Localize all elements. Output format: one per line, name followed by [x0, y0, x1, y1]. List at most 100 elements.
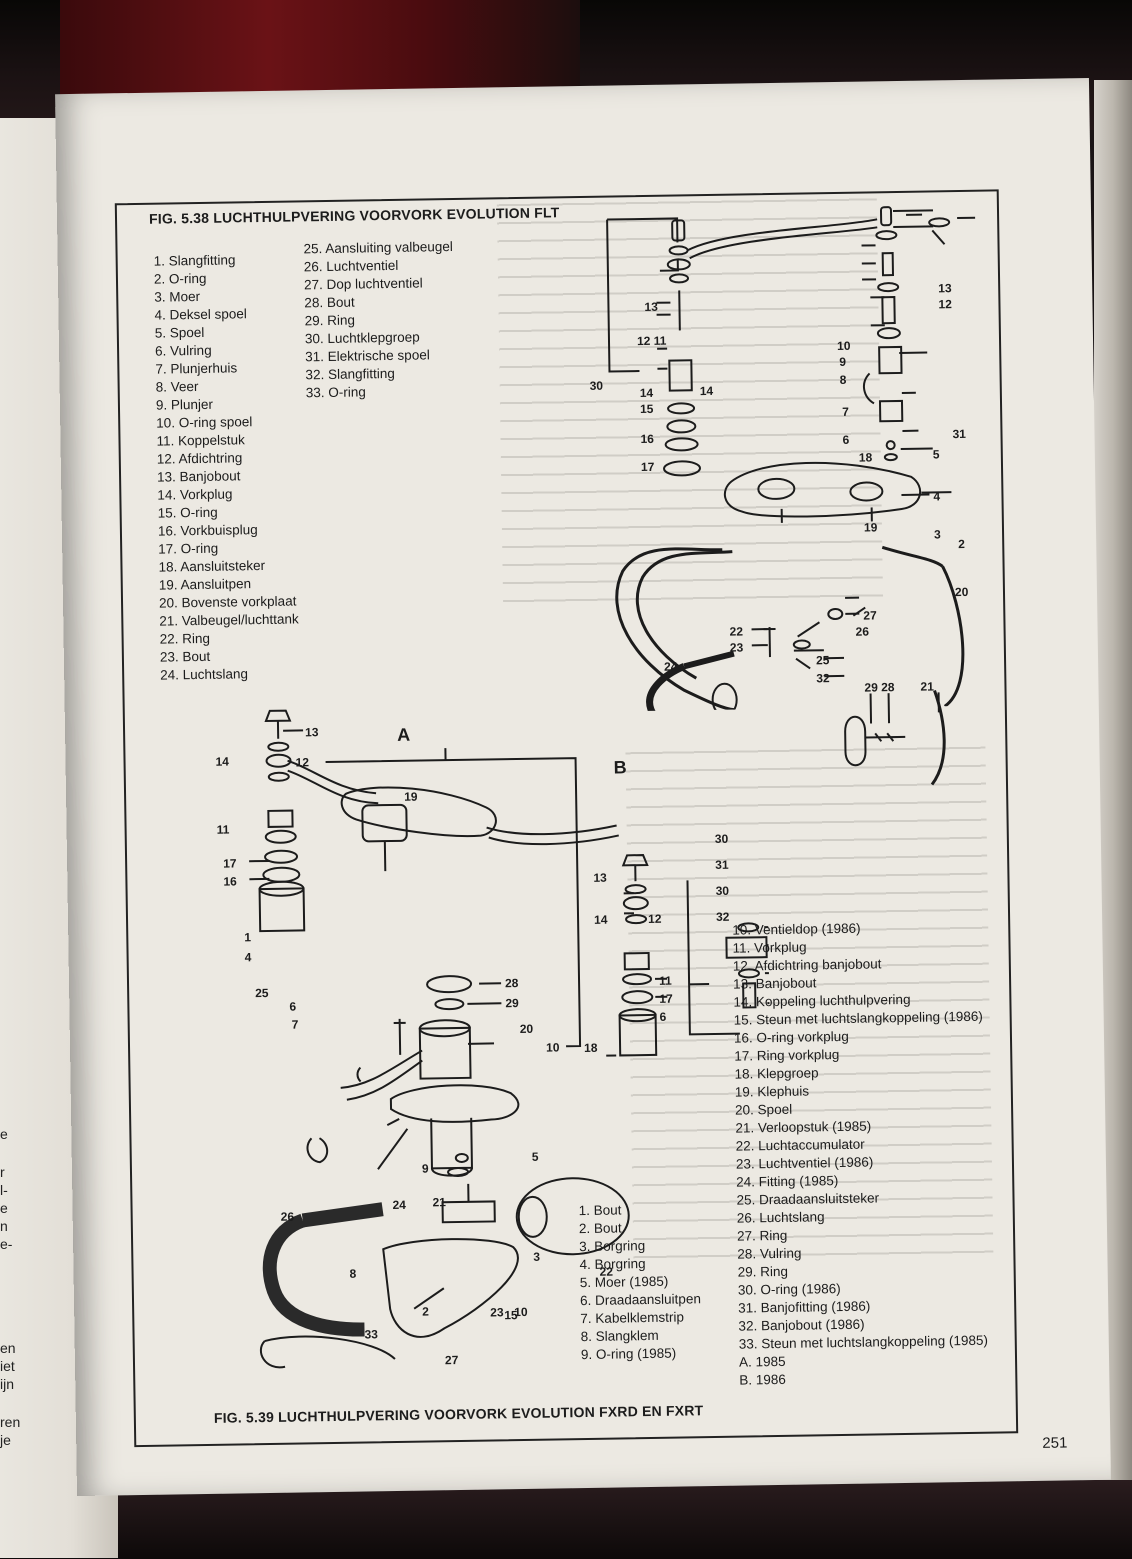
- callout: 3: [934, 527, 941, 541]
- legend-item: 4. Deksel spoel: [154, 306, 247, 323]
- left-text-fragment: l-: [0, 1182, 8, 1198]
- callout: 13: [938, 281, 952, 295]
- legend-item: 1. Slangfitting: [153, 252, 236, 269]
- legend-item: 1. Bout: [578, 1202, 622, 1219]
- legend-item: 19. Aansluitpen: [158, 576, 252, 593]
- legend-item: 12. Afdichtring: [156, 450, 243, 467]
- group-label-a: A: [397, 724, 411, 745]
- callout: 22: [729, 624, 743, 638]
- callout: 32: [715, 909, 730, 924]
- legend-item: 2. Bout: [578, 1220, 622, 1237]
- callout: 14: [640, 386, 654, 400]
- page-number: 251: [1042, 1434, 1068, 1452]
- legend-item: 8. Slangklem: [580, 1327, 659, 1345]
- legend-item: 23. Bout: [159, 648, 211, 665]
- legend-item: 27. Dop luchtventiel: [303, 275, 423, 293]
- legend-item: 3. Moer: [154, 288, 201, 305]
- callout: 2: [958, 537, 965, 551]
- left-text-fragment: n: [0, 1218, 8, 1234]
- legend-item: 18. Aansluitsteker: [158, 557, 266, 575]
- legend-item: 9. O-ring (1985): [580, 1345, 677, 1363]
- legend-item: 31. Elektrische spoel: [305, 347, 430, 365]
- callout: 17: [641, 460, 655, 474]
- legend-item: 20. Bovenste vorkplaat: [158, 593, 297, 611]
- callout: 21: [920, 680, 934, 694]
- callout: 10: [837, 339, 851, 353]
- fig-538-diagram: 13 12 33 10 9 14 8 7 6 18 5 4 19 3 2 20 …: [590, 206, 976, 712]
- callout: 4: [933, 489, 940, 503]
- legend-item: 14. Vorkplug: [157, 486, 233, 503]
- legend-item: 29. Ring: [304, 312, 356, 329]
- legend-item: 21. Valbeugel/luchttank: [159, 611, 299, 629]
- legend-item: 26. Luchtventiel: [303, 257, 399, 275]
- legend-item: 24. Luchtslang: [160, 666, 249, 683]
- callout: 9: [839, 355, 846, 369]
- legend-item: 17. O-ring: [158, 540, 219, 557]
- legend-item: 15. O-ring: [157, 504, 218, 521]
- book-page: FIG. 5.38 LUCHTHULPVERING VOORVORK EVOLU…: [55, 77, 1111, 1497]
- callout: 23: [490, 1305, 504, 1320]
- legend-item: 16. Vorkbuisplug: [157, 522, 258, 539]
- left-text-fragment: iet: [0, 1358, 15, 1374]
- legend-item: 6. Draadaansluitpen: [579, 1291, 702, 1309]
- fig-538-legend-col1: 1. Slangfitting 2. O-ring 3. Moer 4. Dek…: [154, 250, 300, 684]
- callout: 6: [842, 433, 849, 447]
- fig-539-legend-col1: 1. Bout 2. Bout 3. Borgring 4. Borgring …: [579, 1200, 702, 1364]
- callout: 10: [545, 1040, 560, 1055]
- left-text-fragment: r: [0, 1164, 5, 1180]
- callout: 5: [933, 447, 940, 461]
- legend-item: 5. Spoel: [154, 324, 205, 341]
- legend-item: 6. Vulring: [154, 342, 212, 359]
- legend-item: 32. Slangfitting: [305, 365, 395, 383]
- left-text-fragment: ijn: [0, 1376, 15, 1392]
- left-text-fragment: e: [0, 1200, 8, 1216]
- legend-item: 30. Luchtklepgroep: [304, 329, 420, 347]
- legend-item: 22. Ring: [159, 630, 211, 647]
- callout: 26: [855, 624, 869, 638]
- bracket-30: [606, 217, 679, 373]
- callout: 13: [644, 300, 658, 314]
- callout: 8: [840, 373, 847, 387]
- legend-item: 28. Bout: [304, 294, 355, 311]
- callout: 2: [422, 1304, 430, 1319]
- callout: 12: [938, 297, 952, 311]
- callout: 25: [816, 653, 830, 667]
- left-text-fragment: en: [0, 1340, 16, 1356]
- callout: 16: [640, 432, 654, 446]
- callout: 33: [364, 1327, 379, 1342]
- legend-item: 25. Aansluiting valbeugel: [303, 238, 453, 257]
- legend-item: 8. Veer: [155, 378, 199, 395]
- callout: 20: [955, 585, 969, 599]
- group-label-b: B: [613, 757, 627, 778]
- fig-538-stand-diagram: 29 28 21: [844, 680, 946, 786]
- legend-item: 9. Plunjer: [155, 396, 214, 413]
- bracket-a: [325, 757, 582, 1048]
- callout: 7: [842, 405, 849, 419]
- left-text-fragment: ren: [0, 1414, 21, 1430]
- callout: 30: [590, 379, 604, 393]
- legend-item: 2. O-ring: [153, 270, 207, 287]
- callout: 31: [952, 427, 966, 441]
- fig-538-callouts: 13 12 33 10 9 14 8 7 6 18 5 4 19 3 2 20 …: [590, 281, 969, 685]
- left-text-fragment: e-: [0, 1236, 13, 1252]
- legend-item: 11. Koppelstuk: [156, 432, 245, 449]
- fig-539-diagram: [249, 709, 776, 1369]
- callout: 14: [700, 384, 714, 398]
- callout: 29 28: [864, 680, 895, 694]
- legend-item: 4. Borgring: [579, 1256, 646, 1273]
- left-text-fragment: e: [0, 1126, 8, 1142]
- callout: 15: [640, 402, 654, 416]
- callout: 18: [859, 450, 873, 464]
- left-text-fragment: je: [0, 1432, 11, 1448]
- callout: 10: [514, 1304, 528, 1320]
- legend-item: 13. Banjobout: [156, 468, 241, 485]
- callout: 32: [816, 671, 830, 685]
- legend-item: 5. Moer (1985): [579, 1273, 669, 1291]
- legend-item: 7. Kabelklemstrip: [580, 1309, 685, 1327]
- callout: 24: [664, 659, 678, 673]
- fig-538-legend-col2: 25. Aansluiting valbeugel 26. Luchtventi…: [303, 238, 455, 402]
- callout: 12 11: [637, 334, 667, 348]
- group-b-callouts: 30 31 30 32: [715, 826, 730, 930]
- legend-item: 3. Borgring: [579, 1238, 646, 1255]
- legend-item: 7. Plunjerhuis: [155, 360, 238, 377]
